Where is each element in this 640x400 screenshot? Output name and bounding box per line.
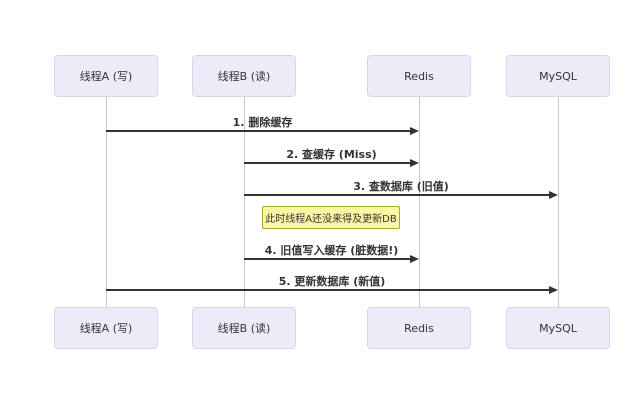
message-1-line xyxy=(106,130,411,132)
note-label: 此时线程A还没来得及更新DB xyxy=(265,214,397,225)
actor-bottom-thread-b: 线程B (读) xyxy=(192,307,296,349)
lifeline-thread-a xyxy=(106,97,107,307)
message-5-label: 5. 更新数据库 (新值) xyxy=(278,275,386,288)
actor-label: MySQL xyxy=(539,69,577,83)
actor-label: MySQL xyxy=(539,321,577,335)
message-2-label: 2. 查缓存 (Miss) xyxy=(286,148,377,161)
lifeline-thread-b xyxy=(244,97,245,307)
lifeline-mysql xyxy=(558,97,559,307)
message-2-line xyxy=(244,162,411,164)
message-3-line xyxy=(244,194,550,196)
lifeline-redis xyxy=(419,97,420,307)
actor-bottom-mysql: MySQL xyxy=(506,307,610,349)
actor-label: 线程A (写) xyxy=(79,322,133,335)
actor-top-thread-a: 线程A (写) xyxy=(54,55,158,97)
message-4-label: 4. 旧值写入缓存 (脏数据!) xyxy=(264,244,399,257)
actor-bottom-thread-a: 线程A (写) xyxy=(54,307,158,349)
arrowhead-icon xyxy=(410,255,419,263)
actor-bottom-redis: Redis xyxy=(367,307,471,349)
actor-label: 线程B (读) xyxy=(217,70,271,83)
actor-label: 线程A (写) xyxy=(79,70,133,83)
arrowhead-icon xyxy=(410,127,419,135)
arrowhead-icon xyxy=(549,286,558,294)
message-4-line xyxy=(244,258,411,260)
actor-label: Redis xyxy=(404,321,434,335)
actor-label: 线程B (读) xyxy=(217,322,271,335)
message-3-label: 3. 查数据库 (旧值) xyxy=(353,180,449,193)
arrowhead-icon xyxy=(410,159,419,167)
message-5-line xyxy=(106,289,550,291)
actor-top-redis: Redis xyxy=(367,55,471,97)
message-1-label: 1. 删除缓存 xyxy=(232,116,293,129)
actor-top-mysql: MySQL xyxy=(506,55,610,97)
arrowhead-icon xyxy=(549,191,558,199)
actor-top-thread-b: 线程B (读) xyxy=(192,55,296,97)
note-box: 此时线程A还没来得及更新DB xyxy=(262,206,400,229)
actor-label: Redis xyxy=(404,69,434,83)
